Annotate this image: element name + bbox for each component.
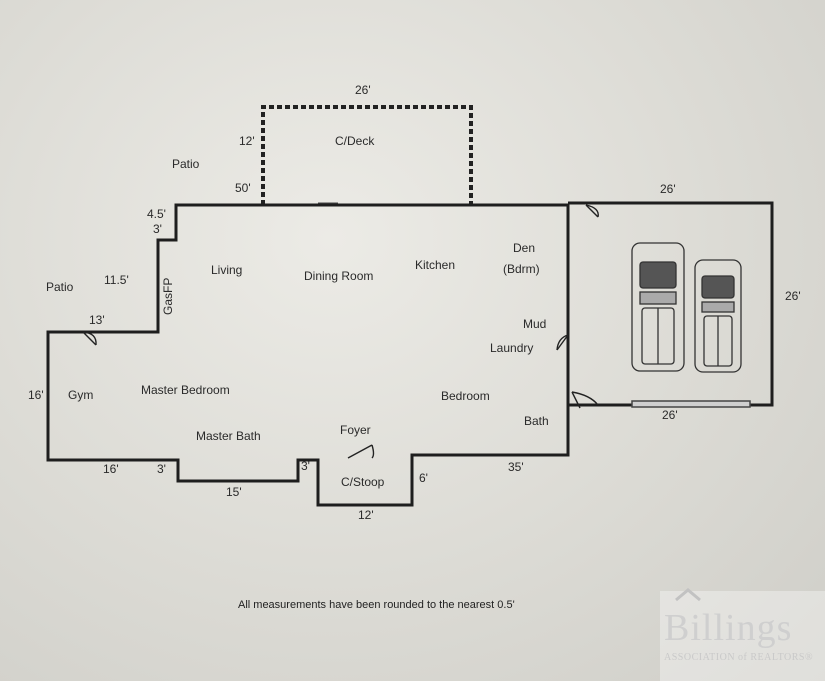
dim-stoop-width: 12' bbox=[358, 508, 374, 522]
dim-gym-depth: 16' bbox=[28, 388, 44, 402]
room-label-patio-top: Patio bbox=[172, 157, 200, 171]
measurement-note: All measurements have been rounded to th… bbox=[238, 599, 515, 611]
room-label-patio-left: Patio bbox=[46, 280, 74, 294]
dim-gym-width: 13' bbox=[89, 313, 105, 327]
room-label-den-sub: (Bdrm) bbox=[503, 262, 540, 276]
room-label-living: Living bbox=[211, 263, 242, 277]
dim-garage-side: 26' bbox=[785, 289, 801, 303]
room-label-dining: Dining Room bbox=[304, 269, 373, 283]
house-outline bbox=[46, 203, 570, 507]
dim-bottom-step: 3' bbox=[157, 462, 166, 476]
dim-bottom-right: 35' bbox=[508, 460, 524, 474]
realtors-logo: Billings ASSOCIATION of REALTORS® bbox=[660, 588, 825, 681]
dim-garage-bottom: 26' bbox=[662, 408, 678, 422]
bath-door bbox=[571, 391, 599, 409]
room-label-bedroom: Bedroom bbox=[441, 389, 490, 403]
dim-bottom-mid: 15' bbox=[226, 485, 242, 499]
room-label-master-bedroom: Master Bedroom bbox=[141, 383, 230, 397]
logo-wordmark: Billings bbox=[664, 607, 792, 649]
roof-icon bbox=[675, 588, 701, 602]
garage-door bbox=[631, 400, 751, 408]
dim-living-side: 11.5' bbox=[104, 273, 129, 287]
room-label-laundry: Laundry bbox=[490, 341, 533, 355]
dim-bottom-left: 16' bbox=[103, 462, 119, 476]
room-label-mud: Mud bbox=[523, 317, 546, 331]
truck-icon bbox=[631, 242, 685, 372]
room-label-bath: Bath bbox=[524, 414, 549, 428]
laundry-door bbox=[556, 334, 569, 351]
room-label-kitchen: Kitchen bbox=[415, 258, 455, 272]
dim-step-top: 4.5' bbox=[147, 207, 166, 221]
dim-step-top-small: 3' bbox=[153, 222, 162, 236]
gym-door bbox=[82, 331, 97, 346]
room-label-stoop: C/Stoop bbox=[341, 475, 385, 489]
dim-deck-depth: 12' bbox=[239, 134, 255, 148]
dim-deck-width: 26' bbox=[355, 83, 371, 97]
room-label-gym: Gym bbox=[68, 388, 93, 402]
room-label-master-bath: Master Bath bbox=[196, 429, 261, 443]
foyer-door bbox=[347, 444, 375, 459]
dim-garage-top: 26' bbox=[660, 182, 676, 196]
logo-subline: ASSOCIATION of REALTORS® bbox=[664, 652, 813, 663]
room-label-gas-fireplace: GasFP bbox=[161, 278, 175, 315]
dim-stoop-depth: 6' bbox=[419, 471, 428, 485]
garage-entry-door bbox=[585, 204, 599, 218]
dim-deck-offset: 50' bbox=[235, 181, 251, 195]
room-label-deck: C/Deck bbox=[335, 134, 375, 148]
room-label-den: Den bbox=[513, 241, 535, 255]
room-label-foyer: Foyer bbox=[340, 423, 371, 437]
dim-foyer-step: 3' bbox=[301, 459, 310, 473]
truck-icon bbox=[694, 259, 742, 373]
deck-outline bbox=[261, 105, 473, 205]
